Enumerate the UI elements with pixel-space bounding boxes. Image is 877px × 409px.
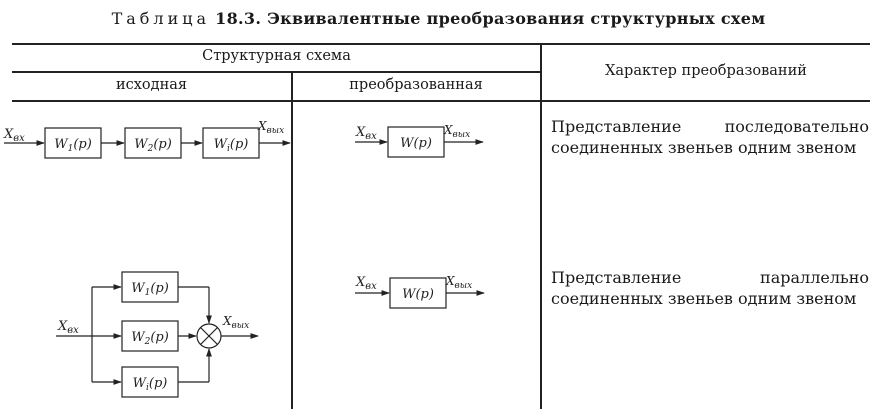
table-top-rule [12,43,870,45]
row2-t-input-label: Xвх [355,275,377,292]
header-character: Характер преобразований [605,63,807,79]
row1-transformed-diagram [355,126,484,158]
row1-t-input-label: Xвх [355,125,377,142]
row1-block-w2-label: W2(p) [134,137,172,154]
column-divider-character [540,43,542,409]
row2-input-label: Xвх [57,319,79,336]
row2-description: Представление параллельно соединенных зв… [551,268,869,308]
column-divider-original [291,71,293,409]
row2-t-output-label: Xвых [445,274,472,291]
header-bottom-rule [12,100,870,102]
table-title-text: 18.3. Эквивалентные преобразования струк… [215,9,766,28]
table-title-label: Таблица [111,9,211,28]
row1-block-w1-label: W1(p) [54,137,92,154]
row2-t-block-label: W(p) [402,287,434,302]
row2-transformed-diagram [355,277,485,309]
header-original: исходная [115,77,188,93]
header-structural-scheme: Структурная схема [202,48,351,64]
row1-t-output-label: Xвых [443,123,470,140]
row1-block-wi-label: Wi(p) [214,137,249,154]
header-sub-rule [12,71,541,73]
row2-block-w2-label: W2(p) [131,330,169,347]
row2-block-w1-label: W1(p) [131,281,169,298]
row1-t-block-label: W(p) [400,136,432,151]
row2-output-label: Xвых [222,314,249,331]
row1-output-label: Xвых [257,119,284,136]
table-title: Таблица 18.3. Эквивалентные преобразован… [0,9,877,28]
row2-original-diagram [56,271,259,398]
row1-description: Представление последовательно соединенны… [551,117,869,157]
header-transformed: преобразованная [349,77,483,93]
row1-original-diagram [4,127,291,159]
row2-block-wi-label: Wi(p) [133,376,168,393]
row1-input-label: Xвх [3,127,25,144]
